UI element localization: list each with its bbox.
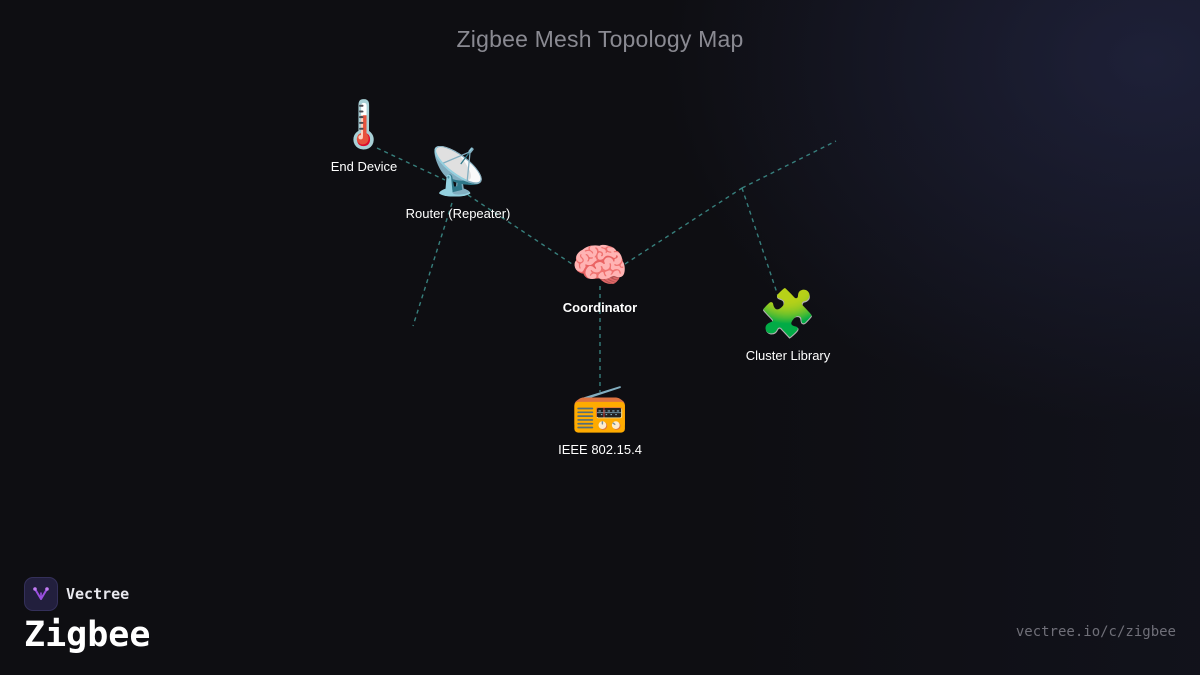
brand-block: Vectree Zigbee [24,577,150,655]
node-label: Router (Repeater) [405,206,511,221]
diagram-title: Zigbee Mesh Topology Map [456,26,744,52]
node-label: IEEE 802.15.4 [558,442,642,457]
link-router-coordinator [467,194,573,265]
thermometer-icon: 🌡️ [335,98,393,150]
brand-row: Vectree [24,577,150,611]
satellite-antenna-icon: 📡 [429,145,487,197]
link-router-down-stub [412,202,453,327]
node-ieee-802-15-4[interactable]: 📻 IEEE 802.15.4 [510,380,690,457]
node-label: End Device [330,159,398,174]
radio-icon: 📻 [571,381,629,433]
puzzle-piece-icon: 🧩 [759,287,817,339]
node-end-device[interactable]: 🌡️ End Device [274,97,454,174]
brand-name: Vectree [66,585,130,603]
node-label: Coordinator [562,300,638,315]
node-label: Cluster Library [745,348,831,363]
brain-icon: 🧠 [571,239,629,291]
node-router[interactable]: 📡 Router (Repeater) [368,144,548,221]
link-junction-up-stub [741,140,837,189]
node-coordinator[interactable]: 🧠 Coordinator [510,238,690,315]
vectree-logo-icon [24,577,58,611]
node-cluster-library[interactable]: 🧩 Cluster Library [698,286,878,363]
topic-title: Zigbee [24,615,151,655]
source-url[interactable]: vectree.io/c/zigbee [1015,624,1176,640]
link-junction-clusterlibrary [741,187,779,297]
